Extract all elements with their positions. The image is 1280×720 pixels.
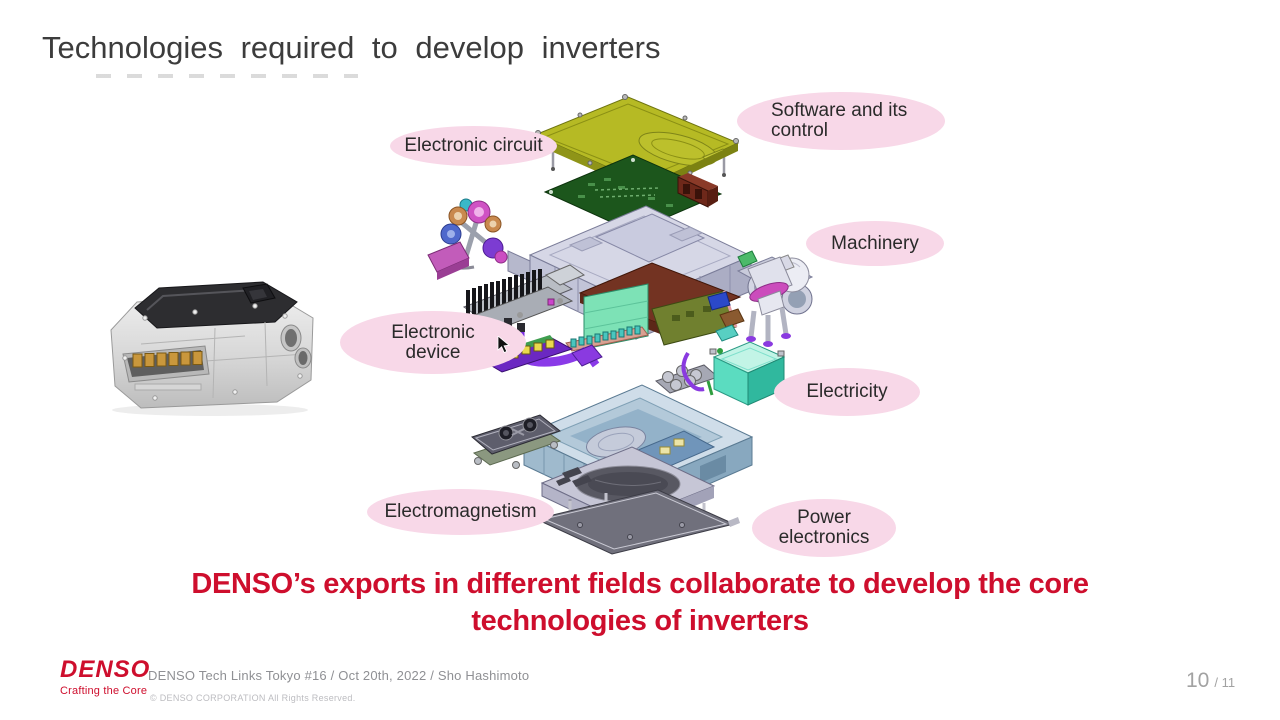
key-message: DENSO’s exports in different fields coll… — [0, 566, 1280, 640]
exploded-inverter-illustration — [420, 85, 830, 560]
page-current: 10 — [1186, 669, 1210, 692]
faded-text-artifact — [96, 74, 358, 78]
bottom-plate — [532, 489, 740, 555]
sensor-cluster — [427, 198, 508, 280]
label-text: Electromagnetism — [384, 501, 537, 522]
label-electronic-circuit: Electronic circuit — [390, 126, 557, 166]
inverter-photo — [95, 258, 325, 425]
pump-assembly — [737, 250, 810, 347]
key-message-line2: technologies of inverters — [471, 605, 809, 637]
reactor-part — [470, 414, 562, 469]
label-software-control: Software and its control — [737, 92, 945, 150]
label-power-electronics: Power electronics — [752, 499, 896, 557]
key-message-line1: DENSO’s exports in different fields coll… — [191, 568, 1089, 600]
label-machinery: Machinery — [806, 221, 944, 266]
cursor-icon — [497, 335, 513, 361]
label-electricity: Electricity — [774, 368, 920, 416]
copyright-text: © DENSO CORPORATION All Rights Reserved. — [150, 693, 356, 703]
denso-logo: DENSO Crafting the Core — [60, 656, 151, 698]
power-boards — [565, 262, 745, 352]
page-number: 10 / 11 — [1186, 669, 1235, 693]
label-text: Electronic device — [391, 321, 475, 363]
session-info: DENSO Tech Links Tokyo #16 / Oct 20th, 2… — [148, 668, 530, 683]
denso-logo-text: DENSO — [60, 656, 151, 683]
page-total: / 11 — [1214, 675, 1236, 690]
label-text: Software and its control — [771, 100, 908, 141]
label-text: Power electronics — [778, 507, 870, 548]
label-text: Machinery — [831, 232, 919, 254]
label-text: Electricity — [806, 381, 888, 402]
label-text: Electronic circuit — [404, 135, 543, 156]
page-title: Technologies required to develop inverte… — [42, 30, 661, 65]
label-electromagnetism: Electromagnetism — [367, 489, 554, 535]
label-electronic-device: Electronic device — [340, 311, 526, 374]
denso-logo-tagline: Crafting the Core — [60, 685, 148, 697]
